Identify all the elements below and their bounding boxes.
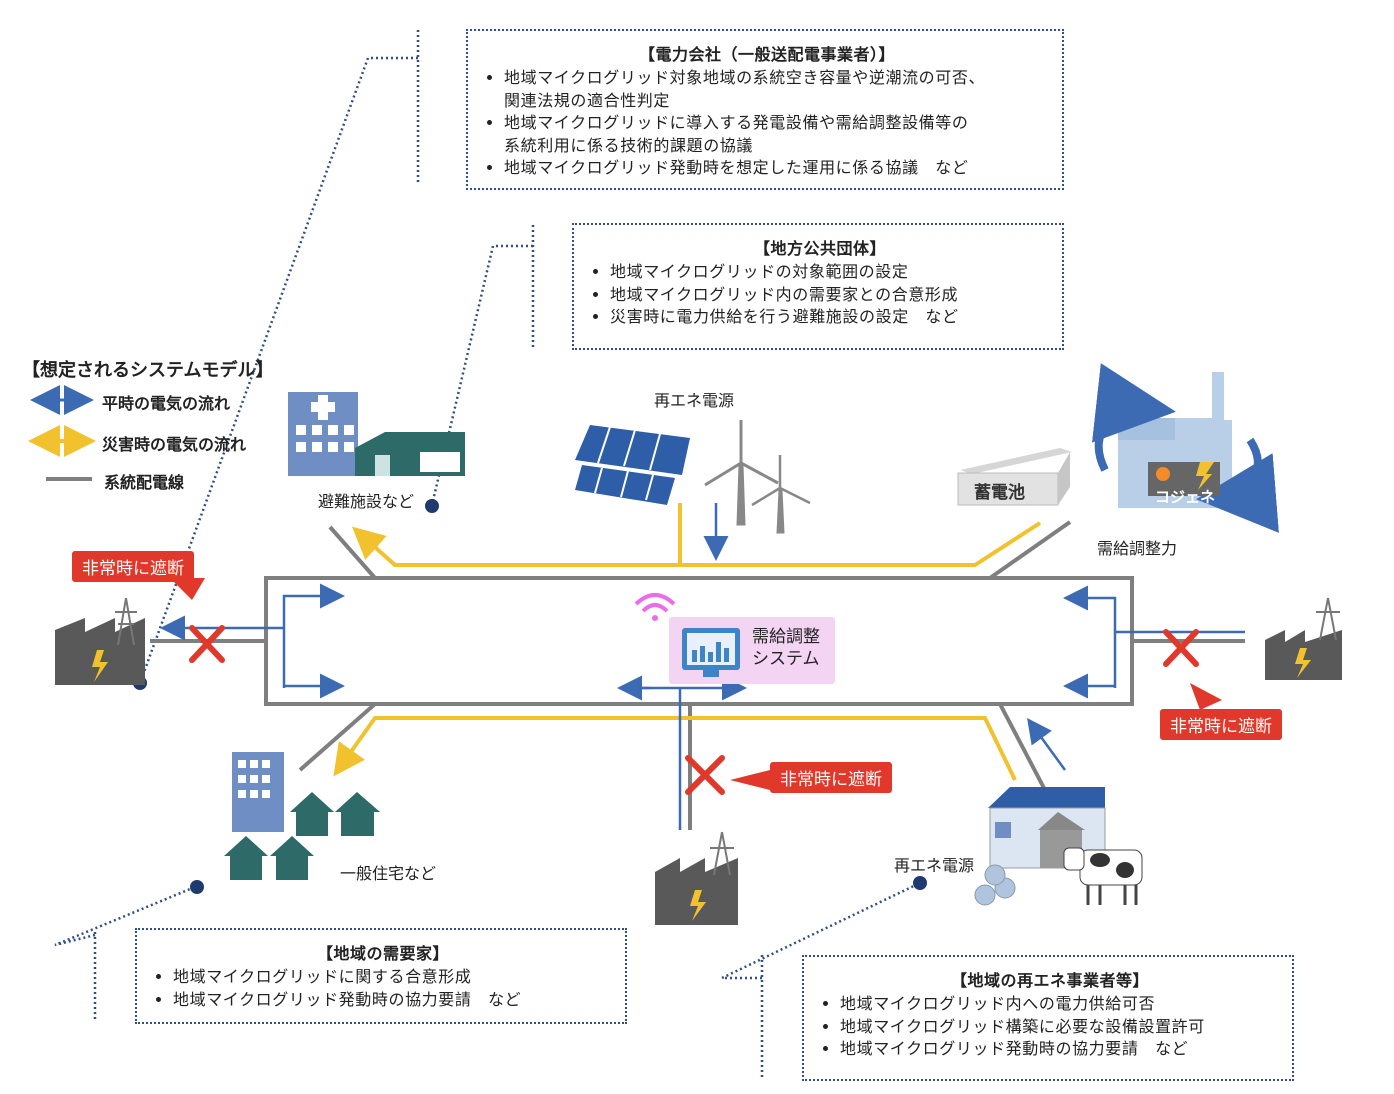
renewable-top-label: 再エネ電源 [654,391,735,410]
renewable-operators-item: 地域マイクログリッド発動時の協力要請 など [840,1038,1278,1061]
local-government-title: 【地方公共団体】 [753,239,886,258]
renewable-operators-item: 地域マイクログリッド構築に必要な設備設置許可 [840,1016,1278,1039]
cutoff-tag-bottom: 非常時に遮断 [770,762,892,793]
consumers-item: 地域マイクログリッド発動時の協力要請 など [173,989,611,1012]
wifi-icon [634,593,676,621]
cutoff-tag-right: 非常時に遮断 [1160,709,1282,740]
cogeneration-label: コジェネ [1155,488,1216,506]
factory-right-icon [1265,597,1342,680]
houses-label: 一般住宅など [340,864,437,883]
renewable-operators-title: 【地域の再エネ事業者等】 [950,971,1149,990]
leader-dots [133,499,927,894]
legend-title: 【想定されるシステムモデル】 [22,360,274,381]
consumers-box: 【地域の需要家】 地域マイクログリッドに関する合意形成 地域マイクログリッド発動… [135,928,627,1024]
cutoff-x-bottom [685,755,725,795]
renewable-bottom-label: 再エネ電源 [894,856,975,875]
solar-panel-icon [575,425,690,505]
evacuation-facility-icon [288,392,465,476]
local-government-item: 地域マイクログリッドの対象範囲の設定 [610,261,1048,284]
renewable-operators-box: 【地域の再エネ事業者等】 地域マイクログリッド内への電力供給可否 地域マイクログ… [802,955,1294,1081]
leader-consumers [54,885,196,1022]
storage-battery-label: 蓄電池 [974,483,1025,503]
cutoff-x-right [1163,629,1199,667]
supply-demand-capacity-label: 需給調整力 [1097,539,1178,558]
cow-icon [1063,847,1143,905]
factory-left-icon [55,597,145,685]
cutoff-tag-left: 非常時に遮断 [72,551,194,582]
power-company-item: 地域マイクログリッド発動時を想定した運用に係る協議 など [504,157,1048,180]
local-government-item: 地域マイクログリッド内の需要家との合意形成 [610,284,1048,307]
power-company-box: 【電力会社（一般送配電事業者）】 地域マイクログリッド対象地域の系統空き容量や逆… [466,29,1064,190]
power-company-item: 地域マイクログリッドに導入する発電設備や需給調整設備等の系統利用に係る技術的課題… [504,112,1048,157]
consumers-item: 地域マイクログリッドに関する合意形成 [173,966,611,989]
local-government-item: 災害時に電力供給を行う避難施設の設定 など [610,306,1048,329]
system-label: 需給調整 システム [752,626,820,670]
legend-disaster-flow: 災害時の電気の流れ [102,435,247,454]
leader-local-government [430,225,535,506]
legend-graphics [28,385,96,481]
system-label-line2: システム [752,649,820,669]
storage-battery-icon [957,448,1072,506]
evacuation-label: 避難施設など [318,492,415,511]
local-government-box: 【地方公共団体】 地域マイクログリッドの対象範囲の設定 地域マイクログリッド内の… [572,223,1064,350]
cutoff-marks [189,625,1199,795]
renewable-operators-item: 地域マイクログリッド内への電力供給可否 [840,993,1278,1016]
tag-pointers [170,578,1222,790]
farm-icon [974,787,1143,906]
consumers-title: 【地域の需要家】 [316,944,449,963]
factory-bottom-icon [655,831,738,925]
cutoff-x-left [189,625,225,663]
power-company-title: 【電力会社（一般送配電事業者）】 [638,45,895,64]
leader-power-company [138,30,420,684]
leader-renewable [721,881,921,1078]
legend-grid-line-label: 系統配電線 [104,473,185,492]
cogeneration-icon [1091,363,1279,533]
wind-turbine-icon [704,420,811,534]
system-label-line1: 需給調整 [752,627,820,647]
power-company-item: 地域マイクログリッド対象地域の系統空き容量や逆潮流の可否、関連法規の適合性判定 [504,67,1048,112]
legend-normal-flow: 平時の電気の流れ [102,394,231,413]
monitor-icon [682,628,740,677]
leader-lines [54,30,921,1078]
houses-icon [224,752,380,880]
